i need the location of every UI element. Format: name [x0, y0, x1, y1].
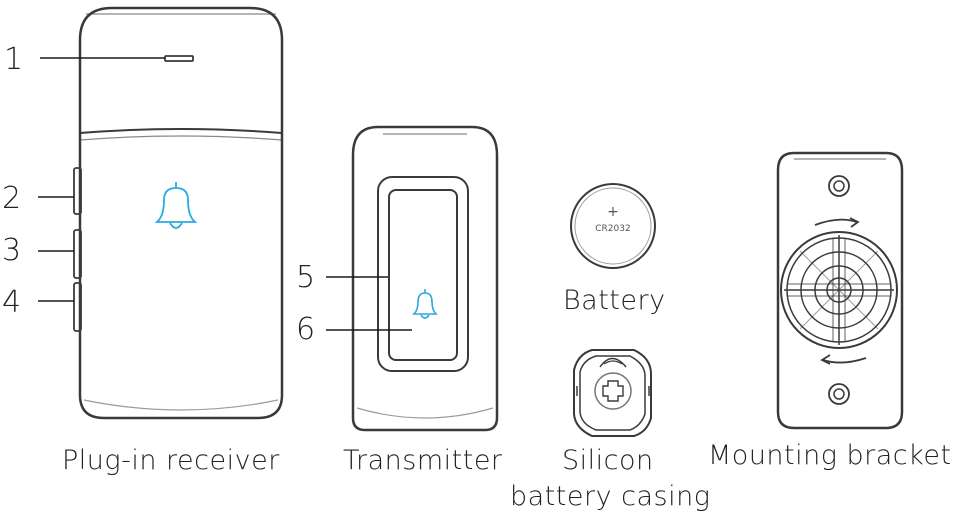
transmitter: [351, 125, 499, 432]
bell-icon: [154, 182, 198, 229]
led-indicator: [164, 55, 194, 62]
callout-6: 6: [296, 312, 316, 347]
callout-3: 3: [2, 233, 22, 268]
plug-in-receiver: [73, 6, 284, 420]
bell-icon: [412, 289, 438, 319]
side-button-4: [73, 282, 82, 332]
silicon-battery-casing: [573, 349, 652, 437]
call-button: [388, 189, 458, 361]
caption-battery: Battery: [563, 285, 666, 316]
battery-model-label: CR2032: [595, 224, 630, 234]
mount-ring: [780, 231, 898, 349]
side-button-3: [73, 229, 82, 279]
side-button-2: [73, 167, 82, 215]
screw-hole-bottom: [828, 383, 850, 405]
callout-5: 5: [296, 260, 316, 295]
caption-transmitter: Transmitter: [343, 445, 503, 476]
mounting-bracket: [776, 151, 904, 430]
button-frame: [377, 176, 469, 372]
leader-lines: [38, 57, 412, 331]
callout-1: 1: [4, 42, 24, 77]
battery: [570, 183, 656, 269]
screw-hole-top: [828, 175, 850, 197]
caption-receiver: Plug-in receiver: [62, 445, 280, 476]
caption-casing-line2: battery casing: [510, 481, 711, 512]
callout-4: 4: [2, 285, 22, 320]
caption-bracket: Mounting bracket: [708, 440, 952, 471]
battery-plus-sign: +: [607, 204, 619, 220]
callout-2: 2: [2, 181, 22, 216]
caption-casing-line1: Silicon: [562, 445, 654, 476]
